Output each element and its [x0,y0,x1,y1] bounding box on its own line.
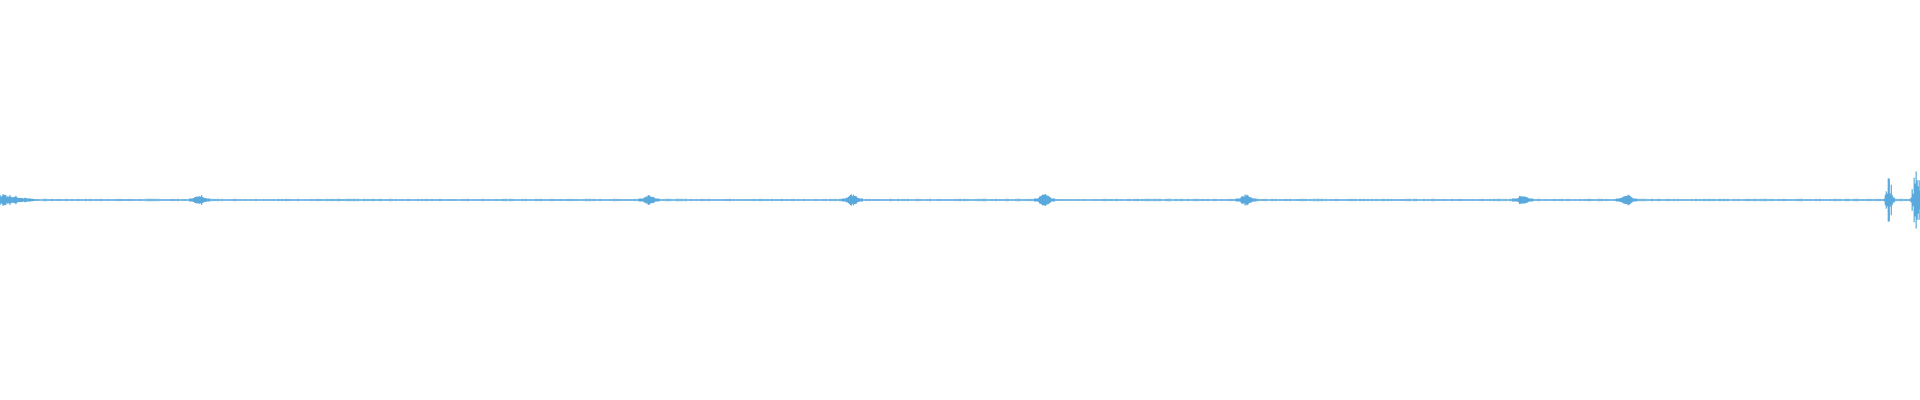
waveform-peak-burst-9 [1909,171,1920,229]
waveform-peak-blip-1 [189,195,211,205]
waveform-peak-blip-4 [1033,193,1056,207]
waveform-peak-onset-0 [0,194,40,206]
waveform-peak-burst-8 [1882,178,1896,222]
waveform-peak-blip-6 [1511,195,1534,205]
waveform-peak-blip-7 [1615,194,1637,206]
waveform-peak-blip-3 [841,194,864,206]
waveform-peak-blip-2 [638,194,660,206]
waveform-peak-blip-5 [1235,194,1257,206]
